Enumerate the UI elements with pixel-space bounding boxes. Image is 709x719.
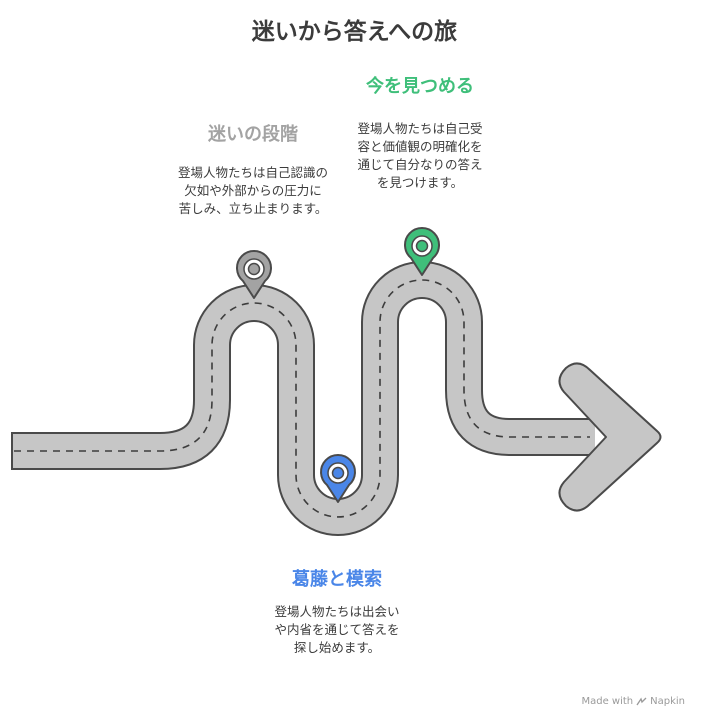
stage-confusion-line: 苦しみ、立ち止まります。 [178,201,328,216]
stage-now-line: 容と価値観の明確化を [357,139,483,154]
arrow-head [558,362,662,512]
stage-struggle-line: 探し始めます。 [293,640,381,655]
napkin-brand-label: Napkin [650,696,685,707]
stage-confusion-description: 登場人物たちは自己認識の 欠如や外部からの圧力に 苦しみ、立ち止まります。 [153,164,353,218]
stage-confusion-line: 欠如や外部からの圧力に [184,183,322,198]
road-surface [12,263,595,534]
diagram-title: 迷いから答えへの旅 [251,19,458,45]
stage-struggle-description: 登場人物たちは出会い や内省を通じて答えを 探し始めます。 [237,603,437,657]
napkin-credit: Made with Napkin [581,696,685,707]
stage-confusion-line: 登場人物たちは自己認識の [177,165,328,180]
stage-struggle-line: や内省を通じて答えを [274,622,400,637]
stage-now-line: を見つけます。 [376,175,464,190]
made-with-label: Made with [581,696,634,707]
stage-confusion-heading: 迷いの段階 [208,124,298,145]
location-pin-icon-green [404,227,440,276]
location-pin-icon-blue [320,454,356,503]
stage-now-heading: 今を見つめる [366,76,474,97]
stage-struggle-line: 登場人物たちは出会い [274,604,400,619]
stage-now-description: 登場人物たちは自己受 容と価値観の明確化を 通じて自分なりの答え を見つけます。 [320,120,520,192]
stage-now-line: 登場人物たちは自己受 [357,121,483,136]
location-pin-icon-gray [236,250,272,299]
stage-now-line: 通じて自分なりの答え [357,157,483,172]
stage-struggle-heading: 葛藤と模索 [292,569,382,590]
road-center-line [14,279,590,518]
napkin-logo-icon [636,697,647,705]
